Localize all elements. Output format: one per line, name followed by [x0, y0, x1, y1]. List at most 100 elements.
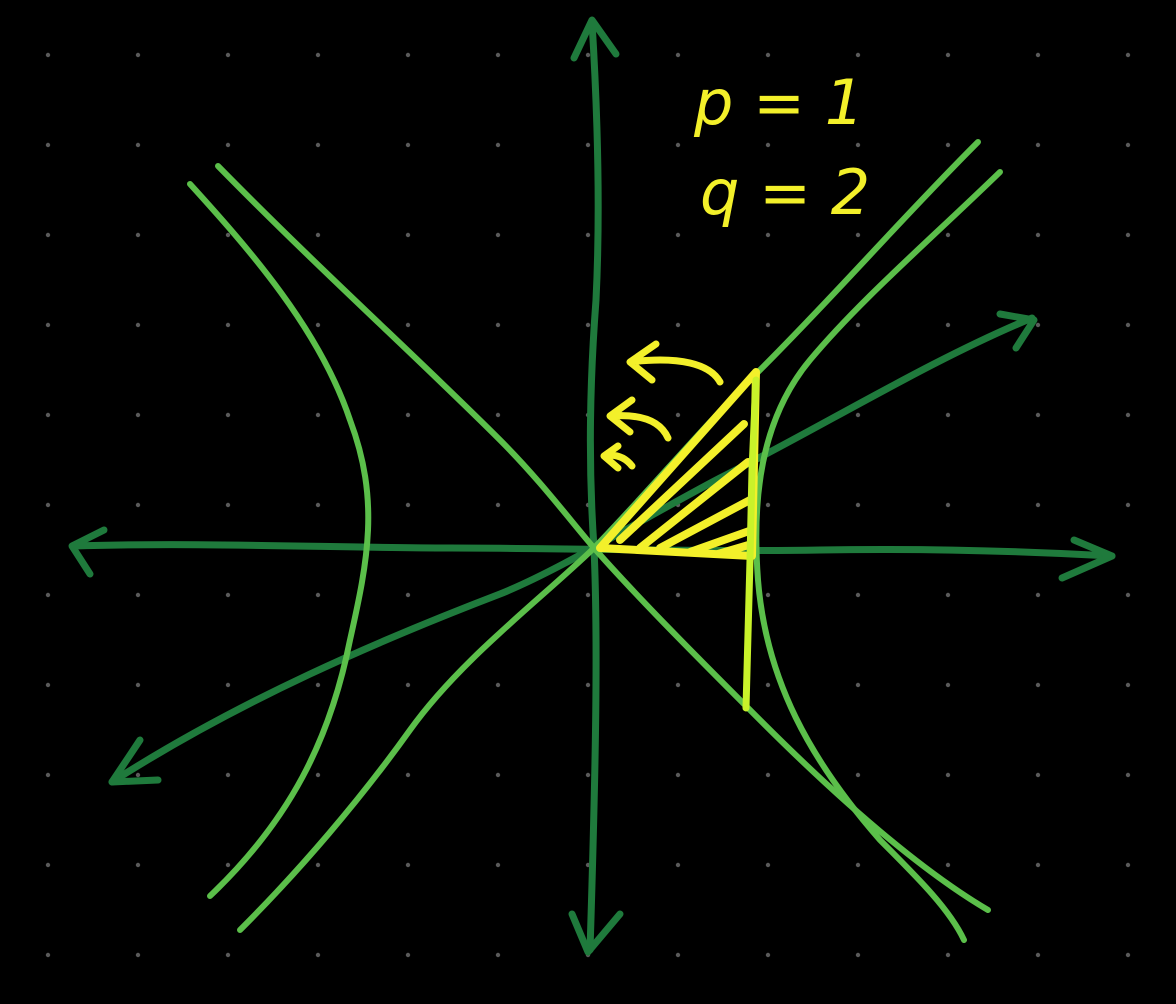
grid-dot [765, 772, 771, 778]
grid-dot [585, 682, 591, 688]
grid-dot [45, 682, 51, 688]
dot-grid [45, 52, 1131, 958]
grid-dot [1125, 322, 1131, 328]
grid-dot [225, 772, 231, 778]
grid-dot [135, 682, 141, 688]
grid-dot [585, 52, 591, 58]
grid-dot [225, 502, 231, 508]
grid-dot [765, 952, 771, 958]
grid-dot [1035, 232, 1041, 238]
grid-dot [1035, 952, 1041, 958]
grid-dot [675, 682, 681, 688]
grid-dot [1035, 412, 1041, 418]
grid-dot [135, 862, 141, 868]
grid-dot [315, 592, 321, 598]
up-arrow-icon [570, 16, 620, 62]
grid-dot [45, 862, 51, 868]
grid-dot [855, 412, 861, 418]
grid-dot [1035, 862, 1041, 868]
grid-dot [135, 952, 141, 958]
grid-dot [405, 502, 411, 508]
grid-dot [765, 502, 771, 508]
highlighted-region [596, 340, 760, 712]
grid-dot [135, 772, 141, 778]
grid-dot [135, 592, 141, 598]
grid-dot [225, 322, 231, 328]
p-label: p = 1 [693, 66, 864, 139]
grid-dot [495, 142, 501, 148]
grid-dot [315, 502, 321, 508]
grid-dot [45, 952, 51, 958]
grid-dot [1125, 772, 1131, 778]
grid-dot [945, 502, 951, 508]
grid-dot [495, 52, 501, 58]
grid-dot [765, 232, 771, 238]
grid-dot [855, 682, 861, 688]
grid-dot [1125, 412, 1131, 418]
grid-dot [315, 412, 321, 418]
grid-dot [945, 412, 951, 418]
grid-dot [675, 772, 681, 778]
grid-dot [1035, 502, 1041, 508]
grid-dot [405, 682, 411, 688]
grid-dot [405, 952, 411, 958]
grid-dot [585, 322, 591, 328]
grid-dot [45, 322, 51, 328]
grid-dot [495, 682, 501, 688]
left-arrow-icon [68, 526, 108, 578]
grid-dot [1035, 142, 1041, 148]
grid-dot [945, 952, 951, 958]
grid-dot [225, 592, 231, 598]
grid-dot [855, 142, 861, 148]
grid-dot [675, 322, 681, 328]
grid-dot [405, 322, 411, 328]
grid-dot [225, 952, 231, 958]
grid-dot [1035, 592, 1041, 598]
grid-dot [315, 232, 321, 238]
grid-dot [315, 52, 321, 58]
grid-dot [1035, 682, 1041, 688]
grid-dot [315, 682, 321, 688]
hyperbola-right-branch [753, 169, 1003, 943]
grid-dot [765, 862, 771, 868]
grid-dot [135, 232, 141, 238]
grid-dot [675, 862, 681, 868]
grid-dot [315, 862, 321, 868]
grid-dot [855, 952, 861, 958]
oblique-arrow-icon-upper [996, 310, 1038, 352]
q-label: q = 2 [700, 156, 870, 229]
grid-dot [675, 52, 681, 58]
grid-dot [1125, 52, 1131, 58]
grid-dot [855, 232, 861, 238]
grid-dot [405, 232, 411, 238]
grid-dot [135, 52, 141, 58]
vertical-axis [586, 18, 602, 954]
grid-dot [945, 322, 951, 328]
grid-dot [945, 232, 951, 238]
vertical-marker-line [742, 376, 760, 712]
grid-dot [45, 412, 51, 418]
grid-dot [945, 682, 951, 688]
grid-dot [1035, 52, 1041, 58]
grid-dot [45, 502, 51, 508]
grid-dot [495, 772, 501, 778]
grid-dot [765, 592, 771, 598]
grid-dot [135, 412, 141, 418]
down-arrow-icon [568, 910, 624, 956]
rotation-arrow-icon-medium [606, 396, 672, 442]
grid-dot [1035, 772, 1041, 778]
grid-dot [405, 142, 411, 148]
grid-dot [945, 592, 951, 598]
grid-dot [1125, 682, 1131, 688]
grid-dot [315, 142, 321, 148]
oblique-arrow-icon-lower [108, 736, 162, 786]
grid-dot [405, 592, 411, 598]
grid-dot [855, 502, 861, 508]
asymptote-b [237, 139, 981, 933]
grid-dot [135, 322, 141, 328]
grid-dot [585, 232, 591, 238]
grid-dot [495, 862, 501, 868]
grid-dot [405, 52, 411, 58]
grid-dot [225, 142, 231, 148]
